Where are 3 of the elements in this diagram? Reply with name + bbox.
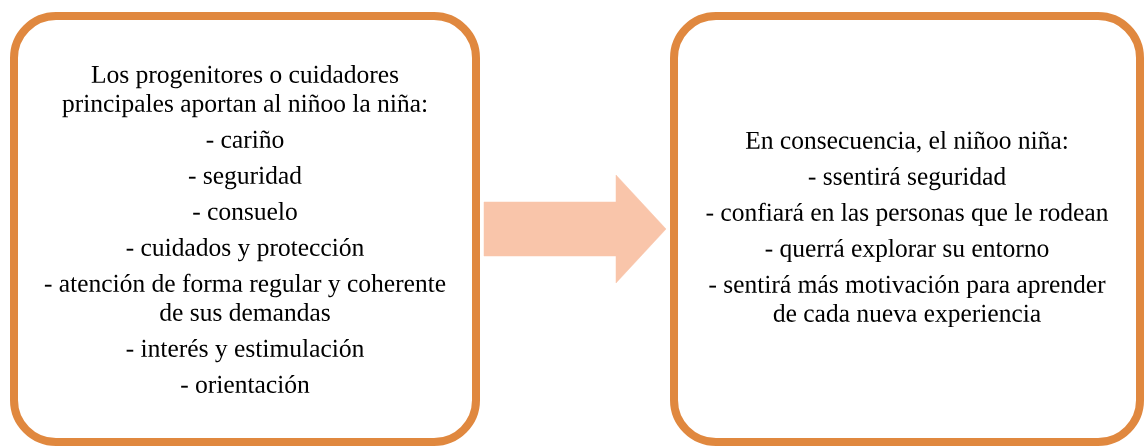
block-arrow: [483, 174, 667, 284]
rounded-box: En consecuencia, el niñoo niña: - ssentirá seguridad - confiará en las personas que le rodean - querrá explorar su entorno - sentirá más motivación para aprender de cada nueva experiencia: [670, 12, 1144, 446]
rounded-box: Los progenitores o cuidadores principales aportan al niñoo la niña: - cariño - seguridad - consuelo - cuidados y protección - atención de forma regular y coherente de sus demandas - interés y estimulación - orientación: [10, 12, 480, 446]
